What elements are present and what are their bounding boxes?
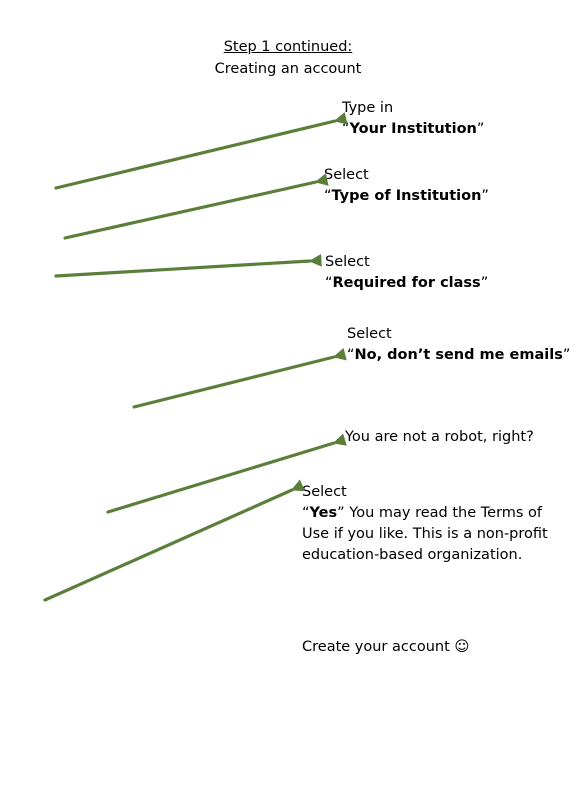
step-field-label: “Yes” You may read the Terms of	[302, 505, 543, 521]
step-field-label: “Your Institution”	[342, 121, 485, 137]
step-captcha: You are not a robot, right?	[345, 427, 534, 448]
step-instruction: Select	[347, 326, 392, 342]
step-instruction: Select	[325, 254, 370, 270]
step-field-label: “No, don’t send me emails”	[347, 347, 571, 363]
step-instruction: Select	[302, 484, 347, 500]
step-instruction: Select	[324, 167, 369, 183]
step-field-label: “Required for class”	[325, 275, 489, 291]
step-field-label: “Type of Institution”	[324, 188, 489, 204]
arrow-email-opt-out-field	[132, 347, 347, 409]
page-title: Step 1 continued:	[223, 39, 353, 55]
arrow-institution-type-field	[63, 173, 329, 240]
create-account-text: Create your account ☺	[302, 639, 470, 655]
step-institution: Type in “Your Institution”	[342, 98, 484, 140]
arrow-required-for-class-field	[54, 253, 322, 278]
step-note: education-based organization.	[302, 547, 523, 563]
step-instruction: Type in	[342, 100, 394, 116]
step-required-for-class: Select “Required for class”	[325, 252, 488, 294]
arrow-captcha-field	[106, 433, 347, 514]
page-subtitle: Creating an account	[214, 61, 362, 77]
step-terms: Select “Yes” You may read the Terms of U…	[302, 482, 548, 566]
arrow-terms-field	[43, 479, 306, 602]
step-institution-type: Select “Type of Institution”	[324, 165, 489, 207]
step-note: Use if you like. This is a non-profit	[302, 526, 548, 542]
arrow-institution-field	[54, 112, 348, 190]
smiley-icon: ☺	[454, 639, 470, 655]
page-heading: Step 1 continued: Creating an account	[0, 36, 576, 80]
step-email-opt-out: Select “No, don’t send me emails”	[347, 324, 570, 366]
step-instruction: You are not a robot, right?	[345, 429, 534, 445]
